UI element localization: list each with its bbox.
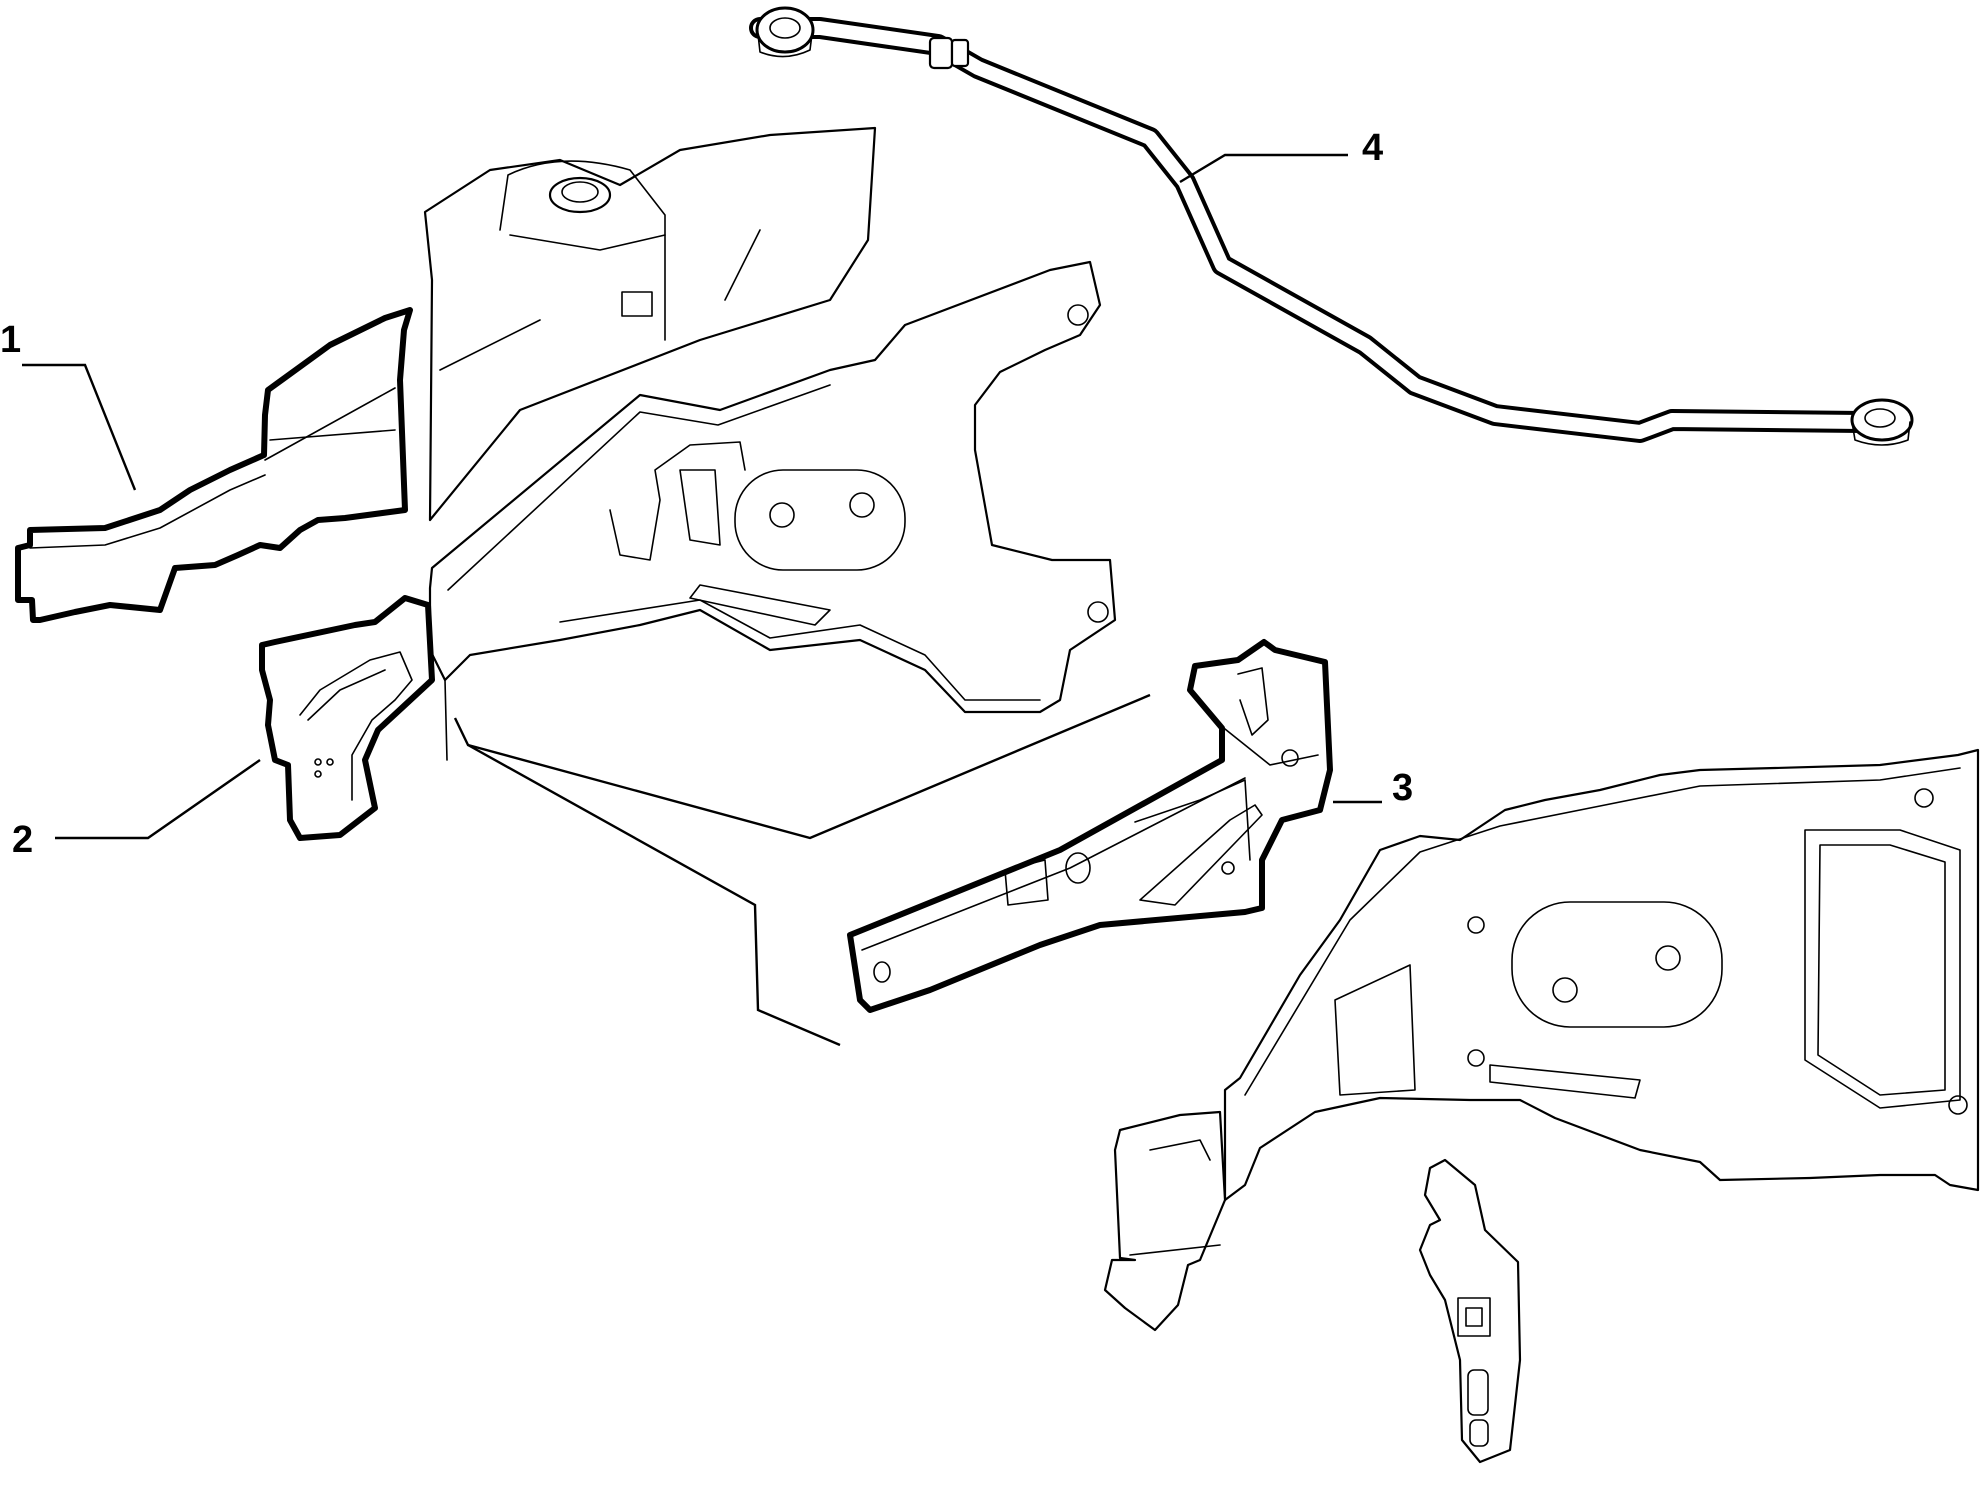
vertical-bracket [1418, 1158, 1522, 1464]
mounting-plate [428, 260, 1117, 761]
small-bracket [1103, 1110, 1227, 1332]
strut-tower-assembly [423, 126, 877, 522]
leader-2 [55, 759, 261, 840]
part-3-support-bracket [847, 639, 1333, 1013]
part-1-front-panel [15, 307, 413, 623]
assembly-lines [453, 693, 1151, 1047]
callout-4: 4 [1362, 127, 1383, 169]
callout-leaders [22, 153, 1382, 840]
leader-4 [1179, 153, 1348, 184]
callout-1: 1 [0, 319, 21, 361]
lower-subframe-assembly [1223, 748, 1980, 1202]
part-2-bracket [259, 595, 435, 841]
callout-3: 3 [1392, 767, 1413, 809]
part-4-rod [749, 6, 1914, 446]
leader-1 [22, 363, 137, 491]
callout-2: 2 [12, 819, 33, 861]
